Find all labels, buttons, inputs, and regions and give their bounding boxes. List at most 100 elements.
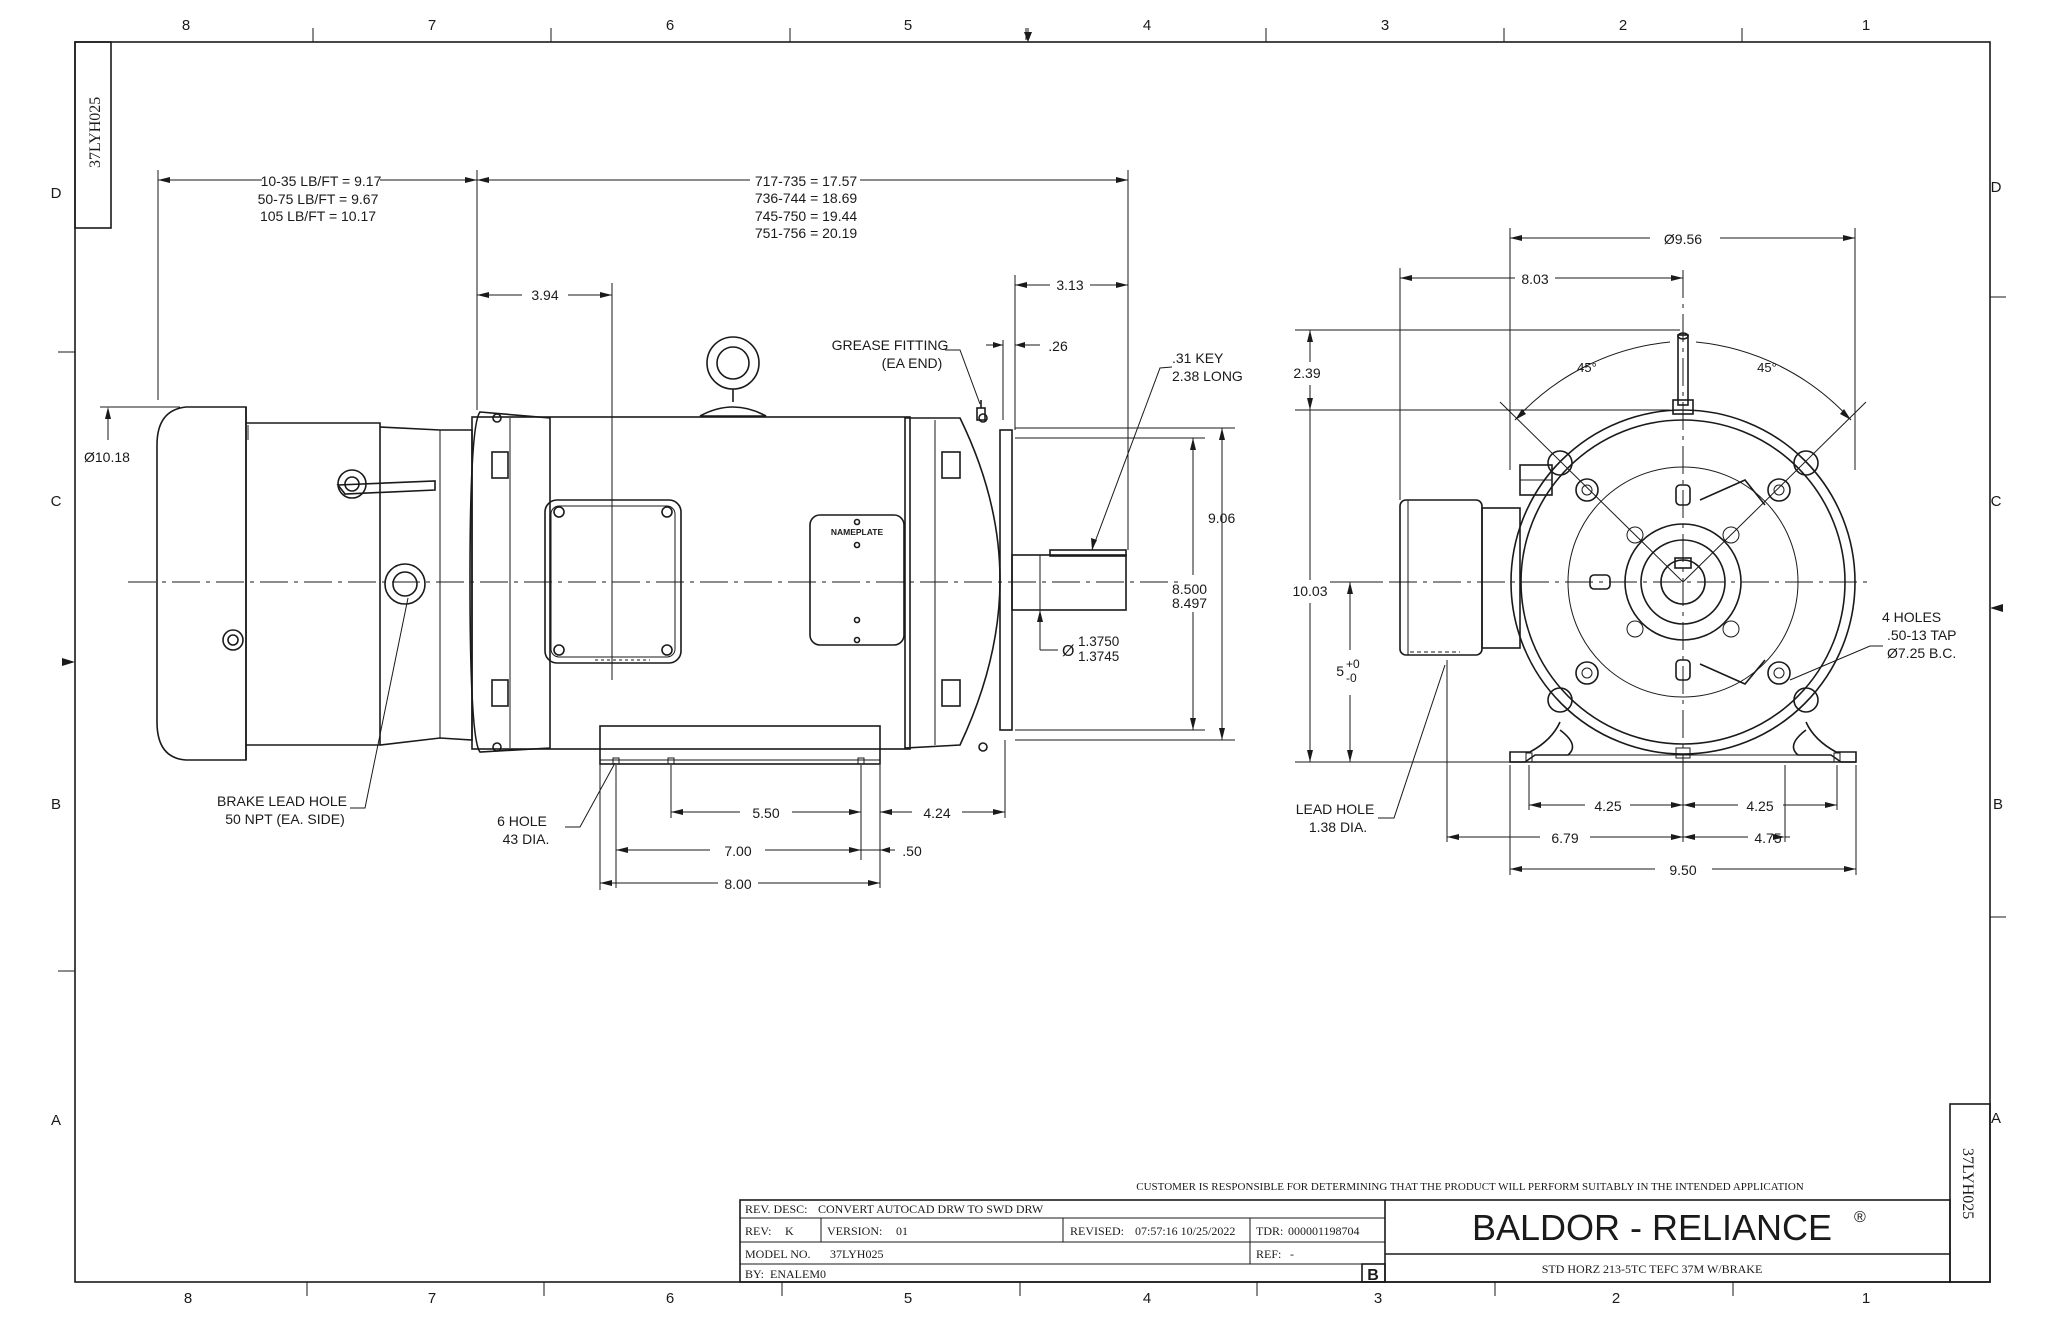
zone-col-1-top: 1 — [1862, 17, 1870, 34]
version-label: VERSION: — [827, 1224, 882, 1238]
zone-col-7-bottom: 7 — [428, 1290, 436, 1307]
shaft-dia-min: 1.3745 — [1078, 649, 1119, 664]
dim-5-plus: +0 — [1346, 657, 1360, 671]
brake-length-2: 50-75 LB/FT = 9.67 — [258, 191, 379, 207]
motor-length-2: 736-744 = 18.69 — [755, 190, 858, 206]
dim-9-06: 9.06 — [1208, 510, 1235, 526]
dim-8-00: 8.00 — [724, 876, 751, 892]
dim-5-base: 5 — [1336, 663, 1344, 679]
zone-col-8-top: 8 — [182, 17, 190, 34]
drawing-id-top: 37LYH025 — [87, 97, 104, 168]
rev-desc-label: REV. DESC: — [745, 1202, 807, 1216]
corner-id-top-left: 37LYH025 — [74, 41, 112, 229]
dim-3-94: 3.94 — [531, 287, 558, 303]
zone-row-b-left: B — [51, 796, 61, 813]
zone-col-4-top: 4 — [1143, 17, 1151, 34]
brake-lead-hole-2: 50 NPT (EA. SIDE) — [225, 811, 345, 827]
tdr-value: 000001198704 — [1288, 1224, 1360, 1238]
zone-col-3-bottom: 3 — [1374, 1290, 1382, 1307]
zone-row-a-left: A — [51, 1112, 61, 1129]
zone-labels: 8 7 6 5 4 3 2 1 8 7 6 5 4 3 2 1 D C B A … — [51, 17, 2003, 1307]
foot-holes-2: 43 DIA. — [503, 831, 550, 847]
dim-4-75: 4.75 — [1754, 830, 1781, 846]
rev-desc: CONVERT AUTOCAD DRW TO SWD DRW — [818, 1202, 1044, 1216]
zone-col-1-bottom: 1 — [1862, 1290, 1870, 1307]
zone-col-6-top: 6 — [666, 17, 674, 34]
zone-col-8-bottom: 8 — [184, 1290, 192, 1307]
dim-7-00: 7.00 — [724, 843, 751, 859]
zone-col-3-top: 3 — [1381, 17, 1389, 34]
revised-label: REVISED: — [1070, 1224, 1124, 1238]
end-view-dimensions: Ø9.56 8.03 2.39 45° 45° 10.03 — [1292, 228, 1957, 878]
shaft-dia-max: 1.3750 — [1078, 634, 1119, 649]
dim-6-79: 6.79 — [1551, 830, 1578, 846]
tdr-label: TDR: — [1256, 1224, 1283, 1238]
drawing-size: B — [1367, 1267, 1379, 1284]
dim-8-03: 8.03 — [1521, 271, 1548, 287]
dim-10-03: 10.03 — [1292, 583, 1327, 599]
key-label-2: 2.38 LONG — [1172, 368, 1243, 384]
zone-row-c-right: C — [1991, 493, 2002, 510]
foot-holes-1: 6 HOLE — [497, 813, 547, 829]
dim-5-minus: -0 — [1346, 671, 1357, 685]
ref-label: REF: — [1256, 1247, 1281, 1261]
side-view-dimensions: 10-35 LB/FT = 9.17 50-75 LB/FT = 9.67 10… — [84, 170, 1243, 892]
grease-fitting-label-2: (EA END) — [882, 355, 943, 371]
brand-registered-mark: ® — [1854, 1209, 1866, 1226]
revised-value: 07:57:16 10/25/2022 — [1135, 1224, 1235, 1238]
zone-row-d-left: D — [51, 185, 62, 202]
dim-2-39: 2.39 — [1293, 365, 1320, 381]
key-label-1: .31 KEY — [1172, 350, 1224, 366]
end-dia-9-56: Ø9.56 — [1664, 231, 1702, 247]
angle-right: 45° — [1757, 360, 1777, 375]
angle-left: 45° — [1577, 360, 1597, 375]
zone-col-6-bottom: 6 — [666, 1290, 674, 1307]
ref-value: - — [1290, 1247, 1294, 1261]
zone-row-c-left: C — [51, 493, 62, 510]
zone-row-b-right: B — [1993, 796, 2003, 813]
holes-label-3: Ø7.25 B.C. — [1887, 645, 1956, 661]
rev-value: K — [785, 1224, 794, 1238]
lead-hole-2: 1.38 DIA. — [1309, 819, 1367, 835]
zone-col-5-top: 5 — [904, 17, 912, 34]
dim-5-50: 5.50 — [752, 805, 779, 821]
dim-3-13: 3.13 — [1056, 277, 1083, 293]
nameplate-label: NAMEPLATE — [831, 527, 884, 537]
corner-id-bottom-right: 37LYH025 — [1949, 1103, 1991, 1283]
model-label: MODEL NO. — [745, 1247, 811, 1261]
motor-length-3: 745-750 = 19.44 — [755, 208, 858, 224]
zone-col-4-bottom: 4 — [1143, 1290, 1151, 1307]
brand-name: BALDOR - RELIANCE — [1472, 1207, 1832, 1248]
zone-col-2-top: 2 — [1619, 17, 1627, 34]
version-value: 01 — [896, 1224, 908, 1238]
by-label: BY: — [745, 1267, 764, 1281]
by-value: ENALEM0 — [770, 1267, 826, 1281]
model-value: 37LYH025 — [830, 1247, 883, 1261]
holes-label-1: 4 HOLES — [1882, 609, 1941, 625]
grease-fitting-label-1: GREASE FITTING — [832, 337, 949, 353]
dim-4-25-right: 4.25 — [1746, 798, 1773, 814]
dim-0-26: .26 — [1048, 338, 1068, 354]
dim-8-497: 8.497 — [1172, 595, 1207, 611]
brake-lead-hole-1: BRAKE LEAD HOLE — [217, 793, 347, 809]
zone-row-a-right: A — [1991, 1110, 2001, 1127]
dim-8-500: 8.500 — [1172, 581, 1207, 597]
brake-length-1: 10-35 LB/FT = 9.17 — [261, 173, 382, 189]
brake-length-3: 105 LB/FT = 10.17 — [260, 208, 376, 224]
motor-length-4: 751-756 = 20.19 — [755, 225, 858, 241]
title-block: CUSTOMER IS RESPONSIBLE FOR DETERMINING … — [739, 1181, 1951, 1284]
drawing-id-bottom: 37LYH025 — [1959, 1148, 1976, 1219]
shaft-dia-symbol: Ø — [1062, 643, 1074, 660]
zone-col-7-top: 7 — [428, 17, 436, 34]
zone-row-d-right: D — [1991, 179, 2002, 196]
dim-4-25-left: 4.25 — [1594, 798, 1621, 814]
side-view: NAMEPLATE — [128, 336, 1180, 765]
dim-9-50: 9.50 — [1669, 862, 1696, 878]
holes-label-2: .50-13 TAP — [1887, 627, 1957, 643]
zone-col-2-bottom: 2 — [1612, 1290, 1620, 1307]
end-view — [1345, 270, 1870, 790]
rev-label: REV: — [745, 1224, 771, 1238]
drawing-description: STD HORZ 213-5TC TEFC 37M W/BRAKE — [1542, 1262, 1763, 1276]
brake-dia: Ø10.18 — [84, 449, 130, 465]
